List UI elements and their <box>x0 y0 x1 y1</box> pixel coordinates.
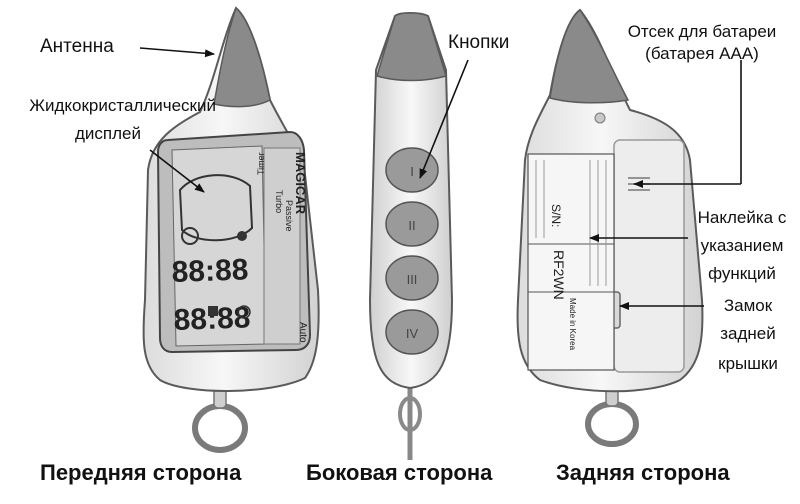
side-key-ring <box>398 396 422 432</box>
side-button-4-label: IV <box>406 326 419 341</box>
arrow-antenna <box>139 47 215 58</box>
label-sticker-line3: функций <box>708 264 776 283</box>
side-button-2[interactable] <box>385 201 439 247</box>
battery-compartment <box>613 139 685 373</box>
side-button-3[interactable] <box>385 255 439 301</box>
side-remote: I II III IV <box>368 12 454 460</box>
lcd-lock-icon <box>208 306 218 316</box>
side-button-1-label: I <box>410 164 414 179</box>
arrow-buttons <box>419 59 469 179</box>
lcd-bell-icon <box>237 231 247 241</box>
arrow-lcd <box>149 149 205 193</box>
label-antenna: Антенна <box>40 36 114 57</box>
label-battery-line2: (батарея AAA) <box>645 44 759 63</box>
side-antenna-tip <box>376 12 447 82</box>
caption-back: Задняя сторона <box>556 460 730 485</box>
side-button-2-label: II <box>408 218 415 233</box>
label-battery-line1: Отсек для батареи <box>627 22 777 41</box>
label-lock-line3: крышки <box>718 354 778 373</box>
sticker-made-in: Made in Korea <box>568 298 577 351</box>
function-sticker <box>527 153 615 371</box>
label-lock-line1: Замок <box>723 296 773 315</box>
lcd-car-icon <box>178 174 254 242</box>
side-button-4[interactable] <box>385 309 439 355</box>
label-buttons: Кнопки <box>448 32 510 53</box>
back-remote: RF2WN S/N: Made in Korea <box>516 8 704 447</box>
sticker-model: RF2WN <box>551 250 567 300</box>
lcd-tab-timer: Timer <box>256 152 266 175</box>
front-antenna-tip <box>213 6 271 108</box>
back-lanyard-hole <box>594 112 606 124</box>
side-button-3-label: III <box>407 272 418 287</box>
label-sticker-line1: Наклейка с <box>697 208 787 227</box>
caption-side: Боковая сторона <box>306 460 493 485</box>
label-lock-line2: задней <box>720 324 776 343</box>
lcd-tab-turbo: Turbo <box>274 190 284 213</box>
lcd-digits-top: 88:88 <box>171 253 249 289</box>
caption-front: Передняя сторона <box>40 460 242 485</box>
lcd-tab-passive: Passive <box>284 200 294 232</box>
lcd-wheel-icon <box>181 227 199 245</box>
lcd-brand: MAGICAR <box>293 152 308 215</box>
side-button-1[interactable] <box>385 147 439 193</box>
back-key-ring <box>585 401 639 447</box>
label-lcd-line1: Жидкокристаллический <box>29 96 216 115</box>
label-sticker-line2: указанием <box>700 236 784 255</box>
front-remote: 88:88 88:88 MAGICAR Timer Turbo Passive … <box>142 6 320 453</box>
lcd-mode-auto: Auto <box>297 322 308 343</box>
front-key-ring <box>192 403 248 453</box>
back-antenna-tip <box>549 8 630 104</box>
lcd-tab-strip <box>263 147 301 345</box>
label-lcd-line2: дисплей <box>75 124 141 143</box>
lcd-signal-icon <box>237 305 251 319</box>
sticker-serial-label: S/N: <box>549 204 563 227</box>
